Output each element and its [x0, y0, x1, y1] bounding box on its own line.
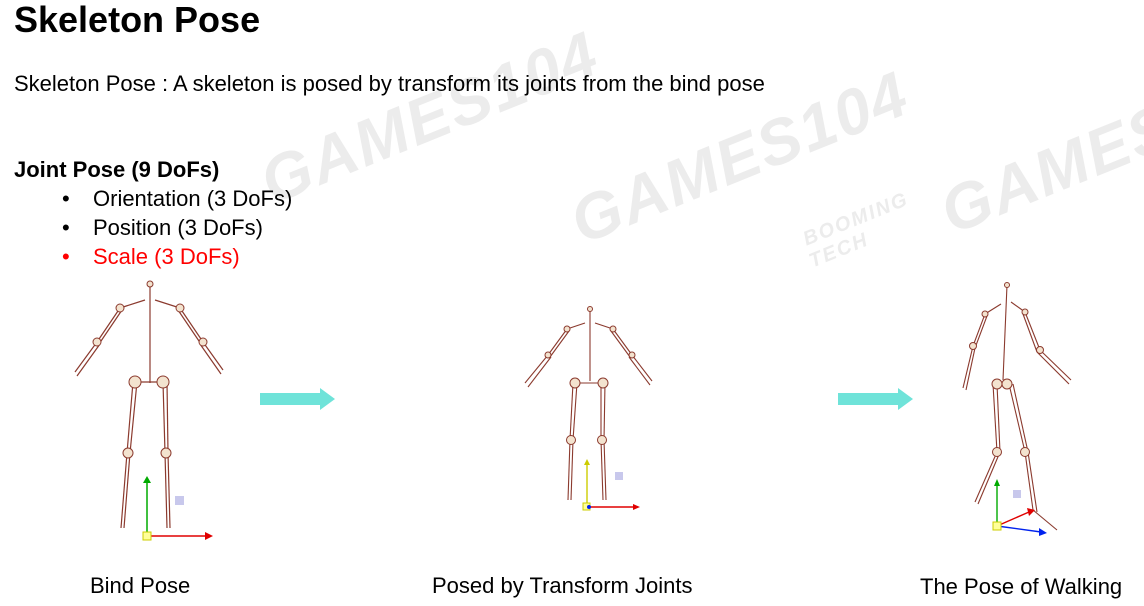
page-title: Skeleton Pose	[14, 0, 261, 40]
figure-caption-transformed-pose: Posed by Transform Joints	[432, 573, 693, 598]
list-item: • Orientation (3 DoFs)	[62, 184, 292, 213]
list-item-text: Orientation (3 DoFs)	[93, 186, 293, 211]
skeleton-bind-pose-icon	[74, 280, 224, 541]
bullet-icon: •	[62, 244, 70, 269]
arrow-right-icon	[838, 388, 913, 410]
slide-description: Skeleton Pose : A skeleton is posed by t…	[14, 71, 765, 96]
skeleton-transformed-pose-icon	[524, 306, 653, 511]
list-item: • Scale (3 DoFs)	[62, 242, 292, 271]
list-item-text: Scale (3 DoFs)	[93, 244, 240, 269]
figure-caption-walking-pose: The Pose of Walking	[920, 574, 1123, 599]
arrow-right-icon	[260, 388, 335, 410]
joint-pose-heading: Joint Pose (9 DoFs)	[14, 157, 220, 182]
list-item-text: Position (3 DoFs)	[93, 215, 263, 240]
skeleton-walking-pose-icon	[962, 282, 1072, 536]
watermark: GAMES104	[250, 17, 609, 218]
list-item: • Position (3 DoFs)	[62, 213, 292, 242]
watermark: GAMES104	[930, 47, 1144, 248]
bullet-icon: •	[62, 215, 70, 240]
figure-caption-bind-pose: Bind Pose	[90, 573, 191, 598]
dof-list: • Orientation (3 DoFs) • Position (3 DoF…	[62, 184, 292, 271]
bullet-icon: •	[62, 186, 70, 211]
